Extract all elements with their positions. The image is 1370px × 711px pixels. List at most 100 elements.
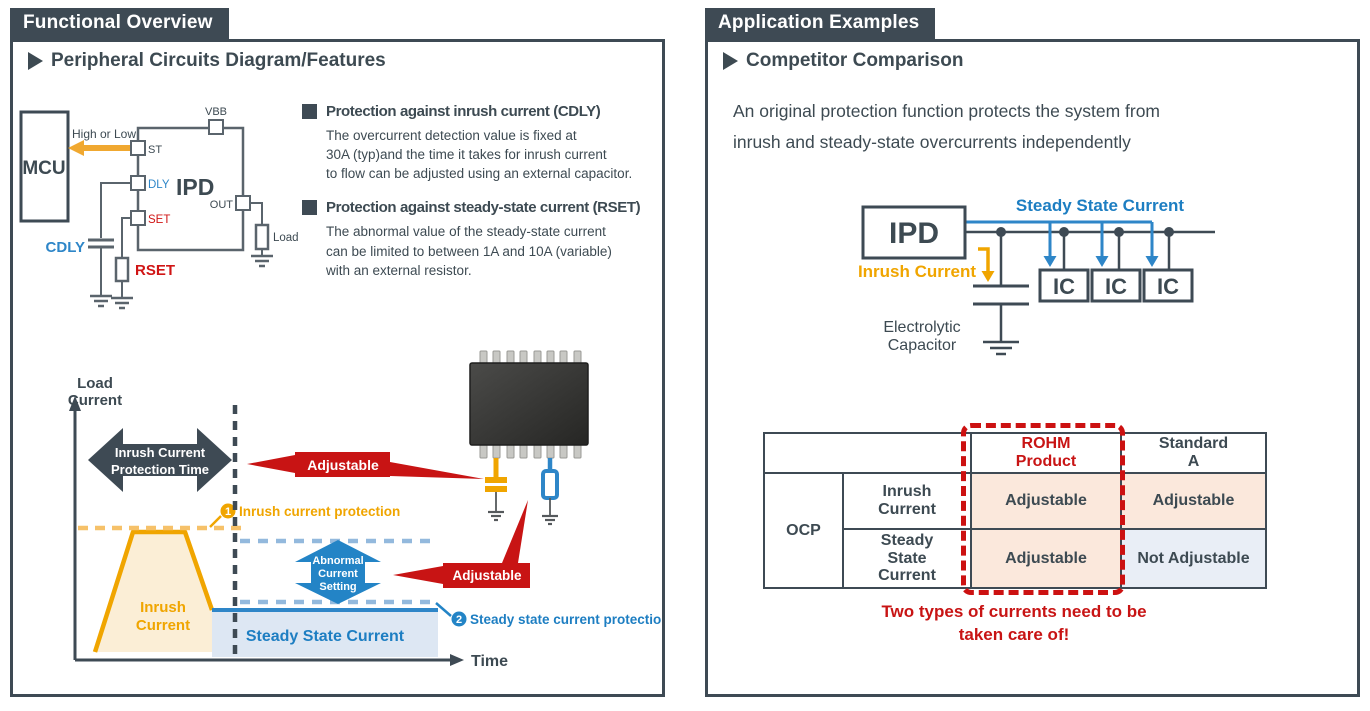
- down-arrowhead-icon: [1145, 256, 1159, 267]
- inrush-trapezoid: Inrush Current: [92, 529, 215, 653]
- svg-text:1: 1: [225, 506, 231, 518]
- table-row: Steady State Current Adjustable Not Adju…: [764, 528, 1267, 589]
- svg-text:Load: Load: [77, 375, 113, 392]
- badge-2-icon: [451, 611, 467, 627]
- svg-text:Setting: Setting: [319, 581, 356, 593]
- cdly-capacitor-icon: CDLY: [46, 238, 114, 308]
- left-arrowhead-icon: [68, 140, 84, 156]
- svg-text:Electrolytic: Electrolytic: [883, 319, 960, 336]
- row-label-steady: Steady State Current: [842, 528, 972, 589]
- cell-standard-inrush: Adjustable: [1120, 472, 1267, 530]
- badge-1-icon: [220, 503, 236, 519]
- ipd-label: IPD: [176, 174, 214, 200]
- down-arrowhead-icon: [1043, 256, 1057, 267]
- feature-item-inrush: Protection against inrush current (CDLY)…: [302, 103, 664, 183]
- adjustable-callout-1: Adjustable: [247, 452, 484, 479]
- svg-text:SET: SET: [148, 214, 170, 226]
- adjustable-callout-2: Adjustable: [393, 500, 530, 588]
- intro-line: inrush and steady-state overcurrents ind…: [733, 131, 1131, 152]
- svg-text:Adjustable: Adjustable: [307, 457, 379, 473]
- right-arrowhead-icon: [450, 654, 464, 666]
- y-axis: Load Current: [68, 375, 122, 660]
- ipd-pin-out: OUT: [210, 195, 263, 225]
- mcu-label: MCU: [22, 158, 65, 179]
- svg-text:Steady state current protectio: Steady state current protection: [470, 612, 662, 627]
- ground-icon: [488, 510, 504, 522]
- triangle-bullet-icon: [28, 52, 43, 70]
- protection-time-arrow: Inrush Current Protection Time: [88, 428, 232, 492]
- chip-resistor-icon: [541, 458, 559, 526]
- x-axis: Time: [75, 653, 508, 670]
- comparison-table: ROHM Product Standard A OCP Inrush Curre…: [763, 432, 1267, 589]
- svg-text:OUT: OUT: [210, 199, 234, 211]
- svg-text:Capacitor: Capacitor: [888, 337, 957, 354]
- ic-boxes: IC IC IC: [1038, 268, 1194, 303]
- table-header-standard: Standard A: [1120, 432, 1267, 474]
- ground-icon: [251, 254, 273, 268]
- tab-functional-overview: Functional Overview: [10, 8, 229, 40]
- chip-capacitor-icon: [485, 458, 507, 522]
- feature-list: Protection against inrush current (CDLY)…: [302, 103, 664, 296]
- svg-text:Steady State Current: Steady State Current: [1016, 196, 1184, 215]
- svg-text:Inrush Current: Inrush Current: [115, 445, 206, 460]
- ground-icon: [983, 340, 1019, 356]
- svg-text:Steady State Current: Steady State Current: [246, 628, 405, 645]
- down-arrowhead-icon: [981, 271, 995, 282]
- high-or-low-label: High or Low: [72, 127, 136, 141]
- ic-label: IC: [1157, 274, 1179, 299]
- row-label-inrush: Inrush Current: [842, 472, 972, 530]
- ipd-pin-dly: DLY: [100, 175, 170, 238]
- mcu-box: MCU: [19, 110, 70, 223]
- ic-drop-wires: [1062, 232, 1171, 270]
- svg-text:Abnormal: Abnormal: [312, 555, 363, 567]
- note-steady-protection: 2 Steady state current protection: [435, 602, 662, 627]
- inrush-arrow: Inrush Current: [858, 247, 995, 282]
- load-resistor-icon: Load: [251, 223, 299, 268]
- chip-icon: [469, 350, 589, 459]
- ipd-pin-st: ST: [130, 140, 162, 156]
- cell-rohm-steady: Adjustable: [970, 528, 1122, 589]
- ground-icon: [90, 294, 112, 308]
- triangle-bullet-icon: [723, 52, 738, 70]
- feature-body-line: The abnormal value of the steady-state c…: [326, 224, 606, 240]
- note-inrush-protection: 1 Inrush current protection: [220, 503, 400, 519]
- abnormal-current-arrow: Abnormal Current Setting: [295, 540, 381, 604]
- ipd-pin-vbb: VBB: [205, 106, 227, 135]
- table-corner-cell: [763, 432, 972, 474]
- cell-standard-steady: Not Adjustable: [1120, 528, 1267, 589]
- electrolytic-capacitor-icon: Electrolytic Capacitor: [883, 232, 1029, 356]
- svg-text:Current: Current: [136, 617, 190, 634]
- section-heading-competitor: Competitor Comparison: [723, 50, 963, 72]
- load-current-graph: Inrush Current Steady State Current 1 In…: [68, 350, 662, 670]
- svg-text:Inrush current protection: Inrush current protection: [239, 504, 400, 519]
- svg-text:Inrush: Inrush: [140, 599, 186, 616]
- tab-application-examples: Application Examples: [705, 8, 936, 40]
- steady-state-box: Steady State Current: [212, 608, 438, 657]
- section-heading-label: Competitor Comparison: [746, 50, 964, 71]
- square-bullet-icon: [302, 104, 317, 119]
- ipd-pin-set: SET: [121, 210, 170, 258]
- svg-text:Time: Time: [471, 653, 508, 670]
- steady-current-lines: Steady State Current: [966, 196, 1184, 267]
- feature-item-steady: Protection against steady-state current …: [302, 199, 664, 279]
- rset-label: RSET: [135, 262, 175, 279]
- feature-title: Protection against inrush current (CDLY): [326, 103, 601, 120]
- ground-icon: [111, 296, 133, 310]
- status-arrow: High or Low: [68, 127, 136, 156]
- cell-rohm-inrush: Adjustable: [970, 472, 1122, 530]
- table-group-ocp: OCP: [763, 472, 844, 589]
- peripheral-circuit-diagram: MCU IPD High or Low VBB ST DLY: [19, 106, 299, 310]
- table-row: OCP Inrush Current Adjustable Adjustable: [763, 472, 1267, 589]
- load-label: Load: [273, 232, 299, 244]
- feature-body-line: to flow can be adjusted using an externa…: [326, 166, 633, 182]
- rset-resistor-icon: RSET: [111, 256, 175, 310]
- svg-text:IPD: IPD: [889, 217, 939, 250]
- up-arrowhead-icon: [69, 396, 81, 411]
- intro-text: An original protection function protects…: [733, 96, 1293, 157]
- cdly-label: CDLY: [46, 239, 85, 256]
- svg-text:Adjustable: Adjustable: [452, 568, 522, 583]
- ic-label: IC: [1053, 274, 1075, 299]
- svg-text:Current: Current: [68, 392, 122, 409]
- section-heading-label: Peripheral Circuits Diagram/Features: [51, 50, 386, 71]
